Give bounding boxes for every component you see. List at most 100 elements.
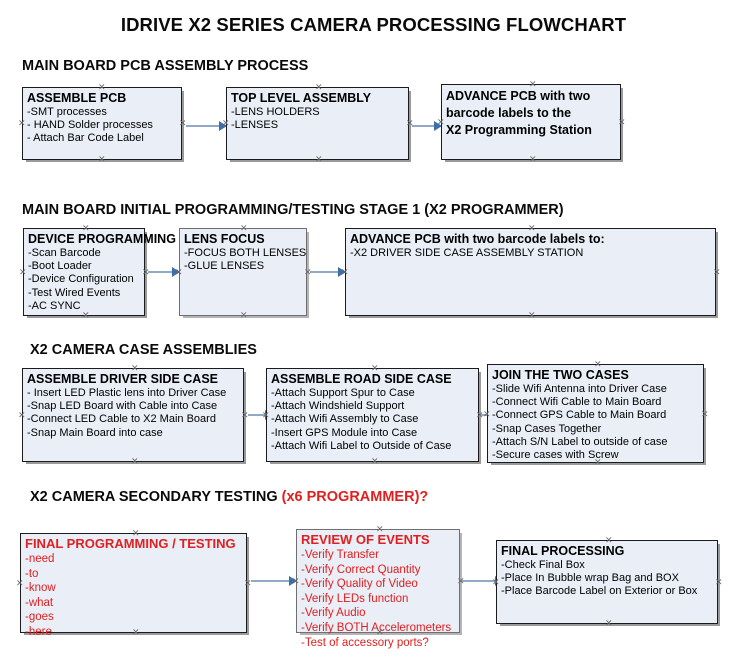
connector-handle-top[interactable] [82, 225, 89, 232]
box-item: -Verify Quality of Video [301, 578, 418, 591]
box-item: -Verify BOTH Accelerometers [301, 621, 452, 634]
connector-handle-left[interactable] [16, 580, 23, 587]
box-item: -Boot Loader [28, 260, 92, 273]
connector-handle-left[interactable] [19, 269, 26, 276]
connector-handle-top[interactable] [528, 225, 535, 232]
arrow-head-icon [219, 121, 227, 131]
connector-handle-top[interactable] [240, 225, 247, 232]
box-item: -Test Wired Events [28, 286, 121, 299]
box-item: -know [25, 582, 56, 595]
box-item: -LENS HOLDERS [231, 106, 320, 118]
connector-1-1 [186, 121, 227, 131]
box-title: LENS FOCUS [184, 232, 265, 246]
box-item: -Secure cases with Screw [492, 449, 619, 462]
box-item: -Verify Correct Quantity [301, 563, 421, 576]
box-item: -Verify Transfer [301, 549, 379, 561]
box-item: -Connect LED Cable to X2 Main Board [27, 413, 216, 426]
box-item: -Verify LEDs function [301, 592, 409, 605]
connector-handle-bottom[interactable] [529, 156, 536, 163]
box-item: -Slide Wifi Antenna into Driver Case [492, 383, 667, 395]
box-top-level-assembly[interactable]: TOP LEVEL ASSEMBLY -LENS HOLDERS -LENSES [226, 87, 409, 160]
box-item: -Snap LED Board with Cable into Case [27, 400, 218, 413]
box-title: TOP LEVEL ASSEMBLY [231, 91, 372, 105]
box-final-programming-testing[interactable]: FINAL PROGRAMMING / TESTING -need -to -k… [20, 533, 247, 638]
connector-handle-top[interactable] [594, 361, 601, 368]
box-device-programming[interactable]: DEVICE PROGRAMMING -Scan Barcode -Boot L… [23, 225, 176, 319]
box-item: -Snap Cases Together [492, 422, 602, 435]
connector-handle-right[interactable] [701, 411, 708, 418]
box-advance-pcb-driver-side[interactable]: ADVANCE PCB with two barcode labels to: … [345, 228, 716, 316]
box-item: -Check Final Box [501, 559, 585, 571]
box-advance-pcb-programming-station[interactable]: ADVANCE PCB with two barcode labels to t… [441, 84, 621, 160]
connector-handle-bottom[interactable] [315, 156, 322, 163]
box-item: -Snap Main Board into case [27, 426, 163, 439]
section-heading-1-text: MAIN BOARD PCB ASSEMBLY PROCESS [22, 58, 309, 74]
box-item: -SMT processes [27, 106, 107, 118]
connector-handle-right[interactable] [241, 412, 248, 419]
box-item: -X2 DRIVER SIDE CASE ASSEMBLY STATION [350, 247, 584, 259]
section-heading-2-text: MAIN BOARD INITIAL PROGRAMMING/TESTING S… [22, 202, 564, 218]
box-title: FINAL PROGRAMMING / TESTING [25, 536, 236, 551]
connector-handle-top[interactable] [371, 365, 378, 372]
box-item: -LENSES [231, 119, 279, 132]
connector-handle-top[interactable] [315, 84, 322, 91]
connector-handle-top[interactable] [131, 365, 138, 372]
arrow-head-icon [172, 267, 180, 277]
connector-4-1 [251, 576, 297, 586]
box-item-overflow: -Test of accessory ports? [301, 636, 429, 649]
arrow-head-icon [289, 576, 297, 586]
connector-handle-bottom[interactable] [605, 620, 612, 627]
box-title: JOIN THE TWO CASES [492, 368, 629, 382]
connector-2-1 [148, 267, 180, 277]
box-item: -need [25, 553, 55, 565]
connector-handle-bottom[interactable] [131, 458, 138, 465]
connector-handle-right[interactable] [244, 580, 251, 587]
box-item: - HAND Solder processes [27, 119, 153, 132]
box-title: ASSEMBLE ROAD SIDE CASE [271, 372, 452, 386]
box-assemble-road-side-case[interactable]: ASSEMBLE ROAD SIDE CASE -Attach Support … [266, 368, 479, 462]
arrow-head-icon [338, 267, 346, 277]
box-item: - Attach Bar Code Label [27, 132, 144, 145]
connector-handle-right[interactable] [618, 119, 625, 126]
box-join-the-two-cases[interactable]: JOIN THE TWO CASES -Slide Wifi Antenna i… [487, 364, 704, 463]
section-heading-1: MAIN BOARD PCB ASSEMBLY PROCESS [22, 58, 308, 74]
box-final-processing[interactable]: FINAL PROCESSING -Check Final Box -Place… [496, 540, 718, 624]
connector-handle-top[interactable] [98, 84, 105, 91]
connector-handle-right[interactable] [715, 579, 722, 586]
box-item: -Place In Bubble wrap Bag and BOX [501, 572, 679, 585]
section-heading-3-text: X2 CAMERA CASE ASSEMBLIES [30, 342, 257, 358]
box-item: -Device Configuration [28, 273, 134, 286]
box-item: -FOCUS BOTH LENSES [184, 247, 307, 259]
section-heading-4: X2 CAMERA SECONDARY TESTING (x6 PROGRAMM… [30, 489, 428, 505]
connector-handle-top[interactable] [529, 81, 536, 88]
box-item: -here [25, 625, 52, 638]
arrow-head-icon [434, 121, 442, 131]
box-title-line: ADVANCE PCB with two [446, 89, 591, 103]
connector-1-2 [412, 121, 442, 131]
box-item: -what [25, 596, 54, 609]
box-item: -Attach Support Spur to Case [271, 387, 415, 399]
connector-handle-right[interactable] [713, 269, 720, 276]
box-assemble-driver-side-case[interactable]: ASSEMBLE DRIVER SIDE CASE - Insert LED P… [22, 368, 244, 462]
connector-handle-bottom[interactable] [98, 156, 105, 163]
connector-handle-bottom[interactable] [528, 312, 535, 319]
box-assemble-pcb[interactable]: ASSEMBLE PCB -SMT processes - HAND Solde… [22, 87, 182, 160]
box-item: -Place Barcode Label on Exterior or Box [501, 585, 698, 598]
box-item: -Connect Wifi Cable to Main Board [492, 396, 662, 409]
box-item: -Connect GPS Cable to Main Board [492, 409, 667, 422]
box-item: -GLUE LENSES [184, 260, 265, 273]
connector-handle-left[interactable] [18, 120, 25, 127]
box-title: ADVANCE PCB with two barcode labels to: [350, 232, 605, 246]
connector-handle-left[interactable] [18, 412, 25, 419]
connector-handle-top[interactable] [605, 537, 612, 544]
connector-handle-right[interactable] [179, 120, 186, 127]
box-review-of-events[interactable]: REVIEW OF EVENTS -Verify Transfer -Verif… [296, 529, 460, 649]
box-item: -to [25, 567, 39, 580]
connector-handle-bottom[interactable] [82, 312, 89, 319]
connector-handle-bottom[interactable] [371, 458, 378, 465]
box-lens-focus[interactable]: LENS FOCUS -FOCUS BOTH LENSES -GLUE LENS… [179, 228, 307, 316]
box-title: FINAL PROCESSING [501, 544, 625, 558]
connector-handle-bottom[interactable] [240, 312, 247, 319]
section-heading-2: MAIN BOARD INITIAL PROGRAMMING/TESTING S… [22, 202, 564, 218]
